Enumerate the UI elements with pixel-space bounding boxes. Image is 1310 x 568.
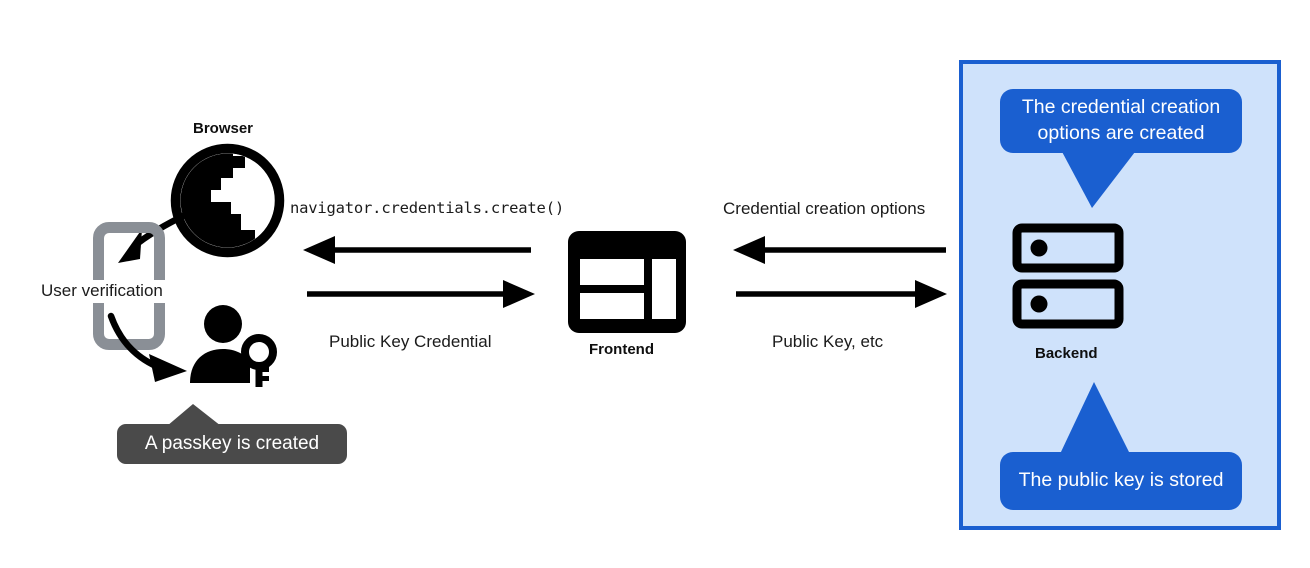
callout-bottom-tail bbox=[1060, 382, 1130, 454]
arrow-label-public-key-credential: Public Key Credential bbox=[329, 332, 492, 351]
backend-callout-bottom-text: The public key is stored bbox=[1018, 469, 1224, 492]
backend-callout-top: The credential creation options are crea… bbox=[1000, 89, 1242, 153]
arrow-label-public-key-etc: Public Key, etc bbox=[772, 332, 884, 351]
server-racks-icon bbox=[1012, 223, 1124, 329]
arrow-backend-to-frontend bbox=[733, 236, 946, 264]
arrow-label-navigator-create: navigator.credentials.create() bbox=[290, 199, 564, 217]
curved-arrow-globe-to-phone-icon bbox=[118, 199, 212, 263]
web-layout-icon bbox=[568, 231, 686, 333]
person-with-key-icon bbox=[190, 305, 277, 387]
passkey-tooltip-text: A passkey is created bbox=[144, 433, 320, 454]
phone-home-indicator bbox=[116, 321, 143, 328]
user-verification-label: User verification bbox=[38, 280, 166, 303]
arrow-frontend-to-browser bbox=[303, 236, 531, 264]
curved-arrow-phone-to-user-icon bbox=[107, 312, 187, 382]
arrow-frontend-to-backend bbox=[736, 280, 947, 308]
frontend-label: Frontend bbox=[589, 341, 654, 358]
browser-label: Browser bbox=[193, 120, 254, 137]
passkey-tooltip: A passkey is created bbox=[117, 424, 347, 464]
backend-callout-bottom: The public key is stored bbox=[1000, 452, 1242, 510]
backend-callout-top-text: The credential creation options are crea… bbox=[1021, 96, 1221, 144]
backend-label: Backend bbox=[1035, 345, 1098, 362]
arrow-browser-to-frontend bbox=[307, 280, 535, 308]
passkey-tooltip-tail bbox=[167, 404, 221, 426]
callout-top-tail bbox=[1060, 148, 1138, 208]
arrow-label-credential-creation-options: Credential creation options bbox=[723, 199, 926, 218]
